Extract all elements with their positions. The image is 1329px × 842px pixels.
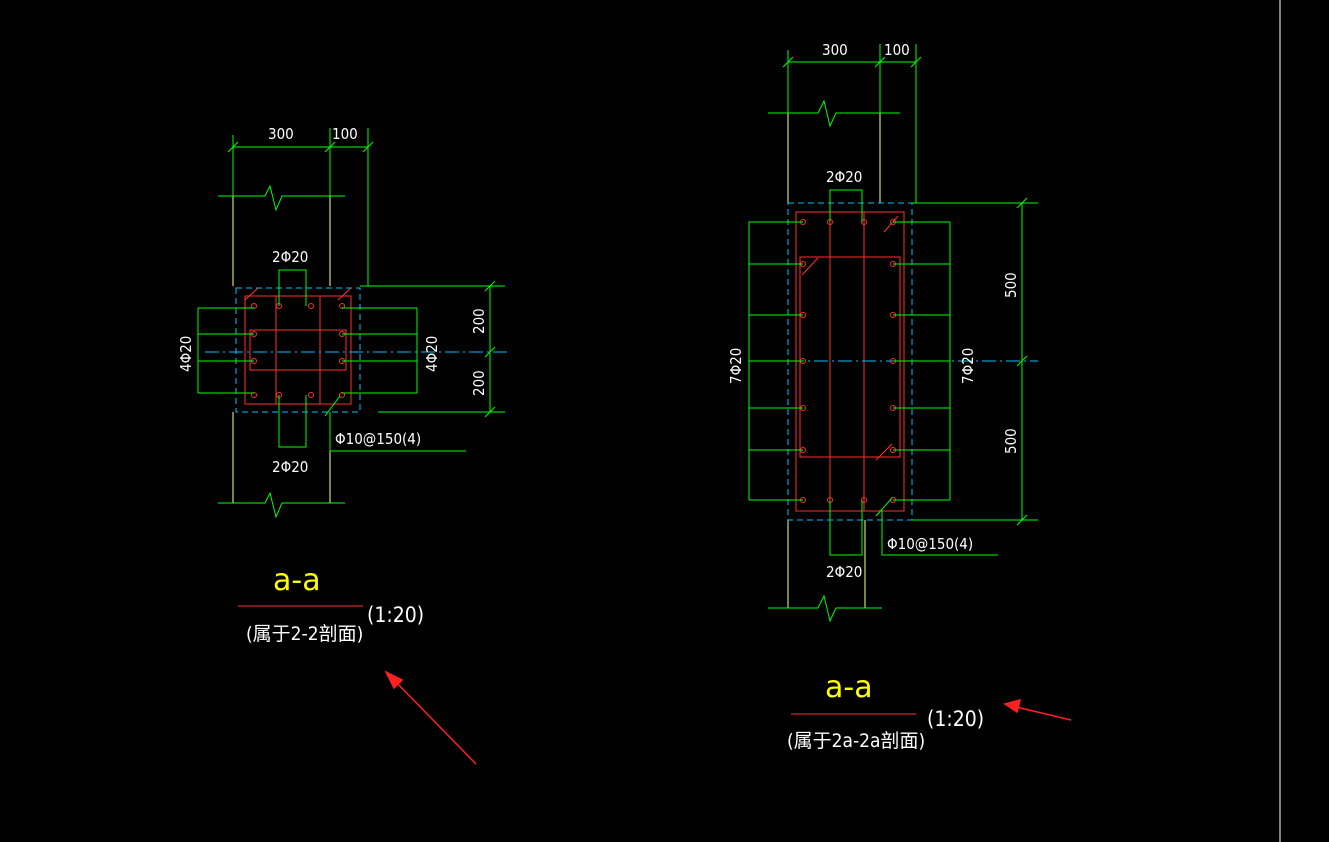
left-bottom-bars-label: 2Φ20 — [272, 458, 308, 476]
right-dim-right-upper: 500 — [1002, 272, 1020, 298]
left-top-bars-label: 2Φ20 — [272, 248, 308, 266]
right-dim-top-300: 300 — [822, 41, 848, 59]
left-section-title: a-a — [273, 563, 321, 598]
left-right-dimension — [360, 280, 505, 418]
left-rebars — [251, 303, 345, 398]
right-section-drawing[interactable]: 300 100 — [727, 41, 1038, 752]
left-stirrup-label: Φ10@150(4) — [335, 430, 421, 448]
left-side-bars-right-label: 4Φ20 — [423, 336, 441, 372]
right-section-subtitle: (属于2a-2a剖面) — [787, 730, 925, 752]
right-dim-top-100: 100 — [884, 41, 910, 59]
left-leader-lines — [197, 269, 466, 452]
right-section-title: a-a — [825, 670, 873, 705]
left-section-scale: (1:20) — [367, 603, 424, 627]
right-side-bars-left-label: 7Φ20 — [727, 348, 745, 384]
right-leader-lines — [748, 189, 998, 556]
right-section-scale: (1:20) — [927, 707, 984, 731]
left-dim-right-upper: 200 — [470, 308, 488, 334]
left-break-lines — [218, 184, 345, 519]
left-dim-top-300: 300 — [268, 125, 294, 143]
right-stirrup-label: Φ10@150(4) — [887, 535, 973, 553]
left-stirrups — [244, 287, 352, 405]
left-section-subtitle: (属于2-2剖面) — [246, 623, 363, 645]
right-top-bars-label: 2Φ20 — [826, 168, 862, 186]
left-dim-right-lower: 200 — [470, 370, 488, 396]
right-break-lines — [768, 99, 900, 623]
left-column-outline — [235, 287, 361, 413]
red-arrow-right — [1003, 698, 1072, 721]
red-arrow-left — [384, 670, 477, 765]
right-right-dimension — [912, 197, 1038, 526]
right-side-bars-right-label: 7Φ20 — [959, 348, 977, 384]
right-top-dimension — [782, 44, 922, 203]
right-bottom-bars-label: 2Φ20 — [826, 563, 862, 581]
left-dim-top-100: 100 — [332, 125, 358, 143]
left-top-dimension — [227, 128, 374, 286]
left-section-drawing[interactable]: 300 100 — [177, 125, 510, 645]
left-side-bars-left-label: 4Φ20 — [177, 336, 195, 372]
right-dim-right-lower: 500 — [1002, 428, 1020, 454]
right-wall-outline — [787, 113, 881, 608]
